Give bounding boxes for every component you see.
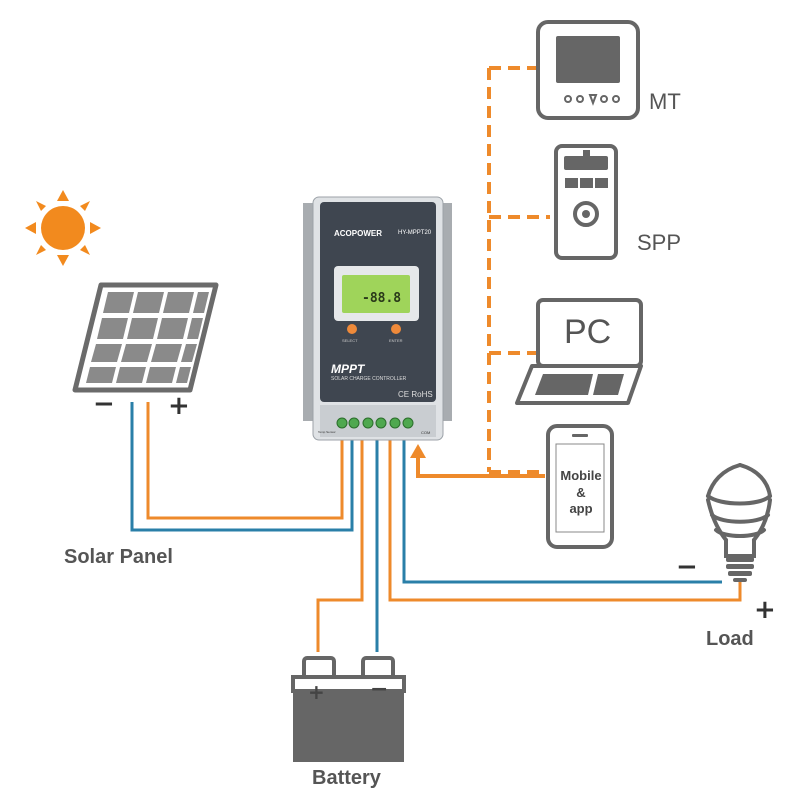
- battery-icon: [291, 656, 406, 762]
- mt-label: MT: [649, 89, 681, 114]
- solar-minus-sign: −: [93, 389, 115, 419]
- spp-device-icon: [554, 144, 618, 260]
- enter-button-label: ENTER: [389, 338, 403, 343]
- battery-minus-sign: −: [370, 677, 389, 702]
- sun-icon: [25, 190, 101, 266]
- load-positive-wire: [388, 430, 742, 602]
- load-minus-sign: −: [676, 552, 698, 582]
- battery-label: Battery: [312, 767, 381, 789]
- light-bulb-icon: [706, 463, 772, 558]
- com-port-label: COM: [421, 430, 431, 435]
- com-data-wire: [410, 444, 545, 478]
- bulb-base: [726, 557, 754, 582]
- solar-negative-wire: [130, 402, 354, 532]
- controller-subtitle: SOLAR CHARGE CONTROLLER: [331, 376, 407, 382]
- battery-positive-wire: [316, 430, 364, 652]
- controller-certs: CE RoHS: [398, 390, 433, 399]
- laptop-icon: [515, 298, 643, 405]
- solar-positive-wire: [146, 402, 344, 520]
- load-plus-sign: +: [754, 595, 776, 625]
- controller-brand: ACOPOWER: [334, 229, 382, 238]
- pc-screen-text: PC: [564, 313, 612, 351]
- mppt-controller: [303, 196, 452, 441]
- load-label: Load: [706, 628, 754, 650]
- controller-title: MPPT: [331, 362, 365, 376]
- controller-model: HY-MPPT20: [398, 230, 432, 236]
- temp-sensor-label: Temp Sensor: [318, 430, 336, 434]
- mt-meter-icon: [536, 20, 640, 120]
- mobile-phone-icon: [546, 424, 614, 549]
- battery-plus-sign: +: [308, 680, 325, 704]
- solar-panel-label: Solar Panel: [64, 546, 173, 568]
- solar-panel-icon: [72, 282, 219, 393]
- mobile-label-line2: &: [576, 485, 586, 500]
- spp-label: SPP: [637, 230, 682, 255]
- load-negative-wire: [402, 430, 722, 584]
- device-bus-dashed: [487, 66, 550, 474]
- mobile-label-line1: Mobile: [560, 468, 602, 483]
- select-button-label: SELECT: [342, 338, 358, 343]
- mobile-label-line3: app: [569, 501, 593, 516]
- lcd-readout: -88.8: [362, 291, 402, 306]
- solar-plus-sign: +: [168, 391, 190, 421]
